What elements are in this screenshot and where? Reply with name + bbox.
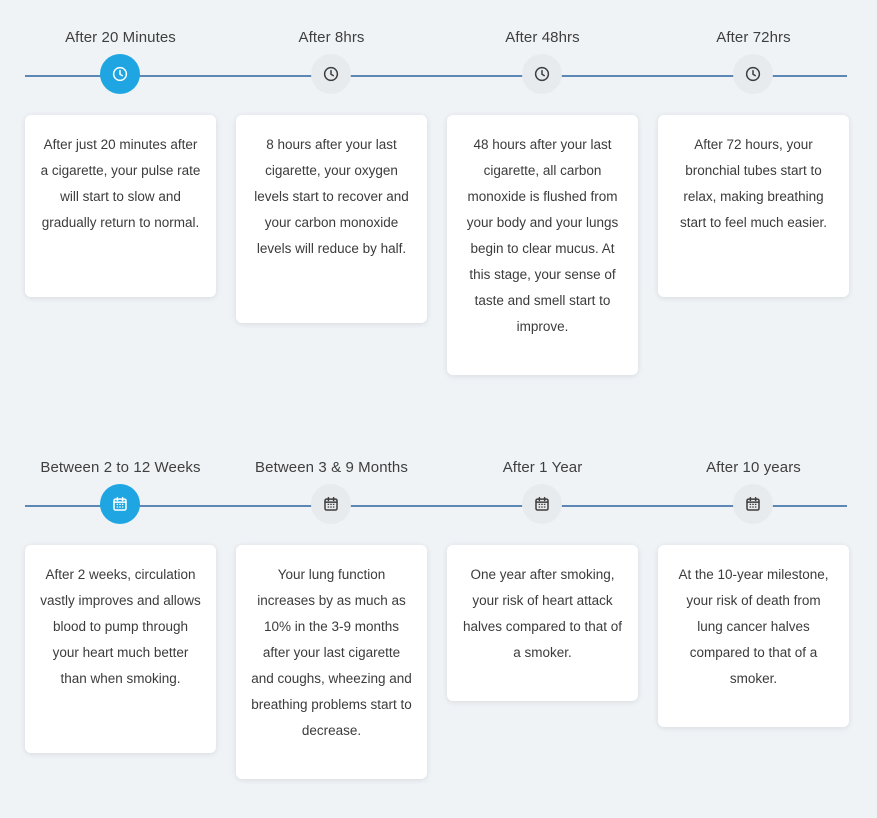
step-card: 8 hours after your last cigarette, your … xyxy=(236,115,427,323)
step-description: Your lung function increases by as much … xyxy=(251,567,412,738)
clock-icon[interactable] xyxy=(311,54,351,94)
step-card: After 72 hours, your bronchial tubes sta… xyxy=(658,115,849,297)
timeline-line xyxy=(25,505,847,507)
calendar-icon[interactable] xyxy=(100,484,140,524)
step-card: Your lung function increases by as much … xyxy=(236,545,427,779)
step-card: 48 hours after your last cigarette, all … xyxy=(447,115,638,375)
step-title: After 72hrs xyxy=(716,29,791,46)
step-title: After 10 years xyxy=(706,459,801,476)
step-description: After 2 weeks, circulation vastly improv… xyxy=(40,567,201,686)
step-title: Between 3 & 9 Months xyxy=(255,459,408,476)
step-card: One year after smoking, your risk of hea… xyxy=(447,545,638,701)
step-title: After 1 Year xyxy=(502,459,583,476)
step-description: After just 20 minutes after a cigarette,… xyxy=(40,137,201,230)
step-description: After 72 hours, your bronchial tubes sta… xyxy=(679,137,828,230)
clock-icon[interactable] xyxy=(733,54,773,94)
step-title: After 20 Minutes xyxy=(65,29,176,46)
step-title: Between 2 to 12 Weeks xyxy=(40,459,201,476)
step-card: After just 20 minutes after a cigarette,… xyxy=(25,115,216,297)
step-card: After 2 weeks, circulation vastly improv… xyxy=(25,545,216,753)
step-title: After 8hrs xyxy=(298,29,365,46)
step-description: One year after smoking, your risk of hea… xyxy=(462,567,623,660)
step-title: After 48hrs xyxy=(505,29,580,46)
step-card: At the 10-year milestone, your risk of d… xyxy=(658,545,849,727)
step-description: At the 10-year milestone, your risk of d… xyxy=(678,567,829,686)
calendar-icon[interactable] xyxy=(522,484,562,524)
step-description: 8 hours after your last cigarette, your … xyxy=(254,137,409,256)
step-description: 48 hours after your last cigarette, all … xyxy=(466,137,619,334)
clock-icon[interactable] xyxy=(100,54,140,94)
calendar-icon[interactable] xyxy=(733,484,773,524)
timeline-line xyxy=(25,75,847,77)
clock-icon[interactable] xyxy=(522,54,562,94)
calendar-icon[interactable] xyxy=(311,484,351,524)
